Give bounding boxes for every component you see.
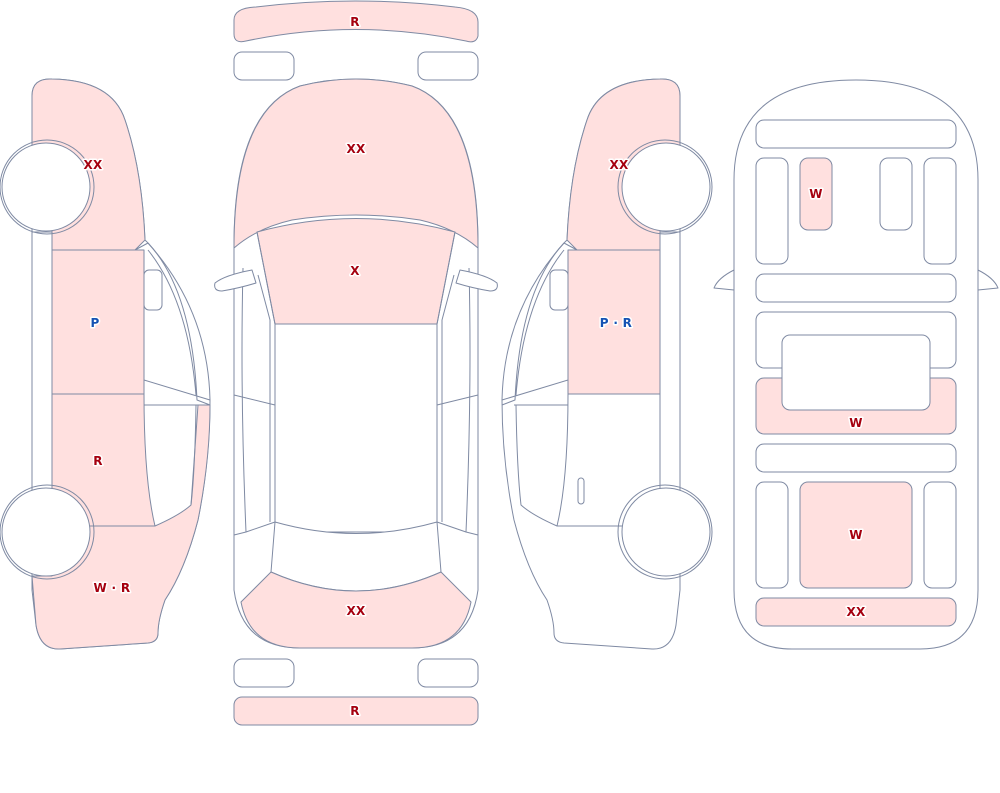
label-right-front-door: P · R	[600, 316, 632, 330]
right-rear-wheel-rim	[617, 484, 713, 580]
mirror-right[interactable]	[455, 269, 498, 292]
left-front-wheel-rim	[0, 139, 95, 235]
floor-right-sill-front[interactable]	[923, 157, 957, 265]
taillight-left[interactable]	[233, 658, 295, 688]
right-rocker	[659, 231, 681, 493]
trunk-lid[interactable]	[240, 571, 472, 649]
headlight-left[interactable]	[233, 51, 295, 81]
left-mirror[interactable]	[143, 269, 163, 311]
floor-left-sill-front[interactable]	[755, 157, 789, 265]
label-floor-front-left-seat: W	[809, 187, 823, 201]
floor-front-left-seat[interactable]	[799, 157, 833, 231]
floor-left-sill-rear[interactable]	[755, 481, 789, 589]
right-front-wheel-rim	[617, 139, 713, 235]
mirror-left[interactable]	[214, 269, 257, 292]
top-view	[214, 0, 498, 726]
left-rear-wheel[interactable]	[1, 487, 91, 577]
door-split-left	[233, 394, 276, 536]
left-front-door[interactable]	[51, 249, 145, 395]
windshield[interactable]	[256, 218, 456, 325]
floor-console[interactable]	[781, 334, 931, 411]
label-left-rear-quarter: W · R	[94, 581, 131, 595]
side-line-right-outer	[436, 267, 471, 533]
label-rear-bumper: R	[350, 704, 360, 718]
floor-view	[713, 79, 999, 650]
a-pillar-right	[436, 231, 456, 325]
floor-right-sill-rear[interactable]	[923, 481, 957, 589]
right-mirror[interactable]	[549, 269, 569, 311]
right-window-line	[501, 242, 578, 527]
side-line-right-inner	[441, 274, 455, 522]
damage-labels: R XX X XX R XX P R W · R XX P · R W W W …	[82, 14, 867, 720]
taillight-right[interactable]	[417, 658, 479, 688]
floor-rear-cross-member[interactable]	[755, 443, 957, 473]
roof[interactable]	[274, 323, 438, 533]
label-floor-rear-panel: XX	[846, 605, 866, 619]
floor-front-right-seat[interactable]	[879, 157, 913, 231]
label-left-rear-door: R	[93, 454, 103, 468]
headlight-right[interactable]	[417, 51, 479, 81]
label-floor-trunk-panel: W	[849, 416, 863, 430]
rear-bumper[interactable]	[233, 696, 479, 726]
right-rear-wheel[interactable]	[621, 487, 711, 577]
label-floor-rear-seat-area: W	[849, 528, 863, 542]
left-rocker	[31, 231, 53, 493]
label-front-bumper: R	[350, 15, 360, 29]
floor-cross-member[interactable]	[755, 273, 957, 303]
floor-rear-seat-area[interactable]	[799, 481, 913, 589]
floor-dashboard[interactable]	[755, 119, 957, 149]
floor-mirror-left[interactable]	[713, 269, 735, 291]
front-bumper[interactable]	[233, 0, 479, 43]
a-pillar-left	[256, 231, 276, 325]
side-line-left-inner	[257, 274, 271, 522]
right-side-view	[501, 78, 713, 650]
label-hood: XX	[346, 142, 366, 156]
floor-rear-panel[interactable]	[755, 597, 957, 627]
label-windshield: X	[350, 264, 360, 278]
label-right-front-fender: XX	[609, 158, 629, 172]
right-front-wheel[interactable]	[621, 142, 711, 232]
label-left-front-door: P	[90, 316, 99, 330]
floor-mirror-right[interactable]	[977, 269, 999, 291]
side-line-left-outer	[241, 267, 276, 533]
left-front-wheel[interactable]	[1, 142, 91, 232]
label-rear-glass-panel: XX	[346, 604, 366, 618]
left-side-view	[0, 78, 211, 650]
right-door-handle[interactable]	[577, 477, 585, 505]
left-rear-wheel-rim	[0, 484, 95, 580]
hood[interactable]	[233, 78, 479, 249]
label-left-front-fender: XX	[83, 158, 103, 172]
door-split-right	[436, 394, 479, 536]
left-window-line	[134, 242, 211, 506]
